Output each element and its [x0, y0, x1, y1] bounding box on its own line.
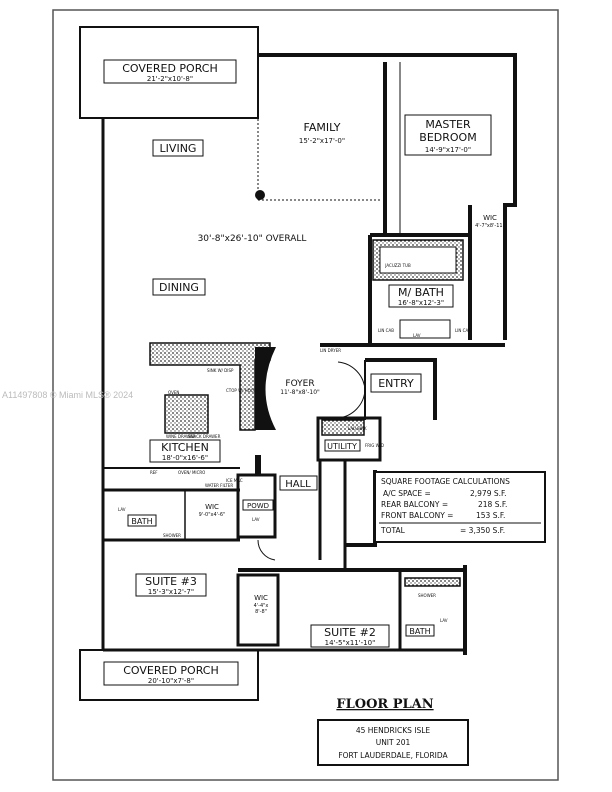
dining-name: DINING — [159, 281, 199, 294]
porch-bottom-dim: 20'-10"x7'-8" — [148, 677, 194, 685]
ice-mac-label: ICE MAC — [226, 478, 243, 483]
kitchen-name: KITCHEN — [161, 441, 209, 454]
wine-label: WINE DRAWER — [166, 434, 196, 439]
family-name: FAMILY — [304, 121, 341, 134]
wic2-dim-1: 4'-4"x — [254, 603, 269, 609]
mls-watermark: A11497808 © Miami MLS® 2024 — [2, 390, 134, 400]
sqft-value-0: 2,979 S.F. — [470, 489, 507, 498]
bath3-name: BATH — [131, 517, 152, 526]
lin-cab-label-2: LIN CAB — [455, 328, 471, 333]
powd-name: POWD — [247, 502, 269, 510]
suite3-dim: 15'-3"x12'-7" — [148, 588, 194, 596]
wic2-name: WIC — [254, 594, 268, 602]
frig-wd-label: FRIG W/D — [365, 443, 384, 448]
utility-name: UTILITY — [327, 442, 357, 451]
square-footage-table: SQUARE FOOTAGE CALCULATIONS A/C SPACE = … — [374, 471, 546, 543]
sqft-value-2: 153 S.F. — [476, 511, 505, 520]
suite3-name: SUITE #3 — [145, 575, 197, 588]
shower2-label: SHOWER — [418, 593, 436, 598]
foyer-name: FOYER — [285, 379, 314, 389]
bath3-lav-label: LAV — [118, 507, 126, 512]
sink-label: SINK W/ DISP — [207, 368, 234, 373]
suite2-dim: 14'-5"x11'-10" — [325, 639, 376, 647]
master-dim: 14'-9"x17'-0" — [425, 146, 471, 154]
oven-label: OVEN — [168, 390, 179, 395]
floor-plan-title: FLOOR PLAN — [336, 697, 433, 712]
address-line-2: UNIT 201 — [376, 738, 411, 747]
walls — [79, 26, 517, 701]
sqft-total-label: TOTAL — [380, 526, 406, 535]
bath2-lav-label: LAV — [440, 618, 448, 623]
sheet-border — [52, 9, 559, 781]
wic-hall-name: WIC — [205, 503, 219, 511]
wic-hall-dim: 9'-0"x4'-6" — [199, 512, 226, 518]
oven-micro-label: OVEN/ MICRO — [178, 470, 205, 475]
address-line-3: FORT LAUDERDALE, FLORIDA — [338, 751, 448, 760]
master-wic-name: WIC — [483, 214, 497, 222]
sqft-value-1: 218 S.F. — [478, 500, 507, 509]
ref-label: REF — [150, 470, 158, 475]
powd-lav-label: LAV — [252, 517, 260, 522]
suite2-name: SUITE #2 — [324, 626, 376, 639]
sqft-total-value: = 3,350 S.F. — [460, 526, 505, 535]
living-name: LIVING — [160, 142, 197, 155]
entry-name: ENTRY — [378, 377, 414, 390]
master-name-1: MASTER — [425, 118, 471, 131]
bath2-name: BATH — [409, 627, 430, 636]
snack-label: SNACK DRAWER — [188, 434, 221, 439]
foyer-dim: 11'-8"x8'-10" — [280, 389, 320, 396]
hall-name: HALL — [285, 479, 311, 490]
family-dim: 15'-2"x17'-0" — [299, 137, 345, 145]
room-labels: COVERED PORCH 21'-2"x10'-8" FAMILY 15'-2… — [103, 59, 505, 686]
master-bath-dim: 16'-8"x12'-3" — [398, 299, 444, 307]
master-name-2: BEDROOM — [419, 131, 476, 144]
kitchen-dim: 18'-0"x16'-6" — [162, 454, 208, 462]
ctop-label: CTOP W/ HOOD — [226, 388, 257, 393]
lau-sink-label: LAU SINK — [348, 426, 367, 431]
address-line-1: 45 HENDRICKS ISLE — [356, 726, 431, 735]
jacuzzi-name: JACUZZI TUB — [384, 263, 411, 268]
lav-label: LAV — [413, 333, 421, 338]
address-box: 45 HENDRICKS ISLE UNIT 201 FORT LAUDERDA… — [317, 719, 469, 766]
sqft-label-0: A/C SPACE = — [383, 489, 431, 498]
porch-bottom-name: COVERED PORCH — [123, 664, 219, 677]
lin-cab-label: LIN CAB — [378, 328, 394, 333]
overall-dim: 30'-8"x26'-10" OVERALL — [198, 234, 307, 244]
master-wic-dim: 4'-7"x8'-11" — [475, 223, 505, 229]
sqft-title: SQUARE FOOTAGE CALCULATIONS — [381, 477, 510, 486]
porch-top-dim: 21'-2"x10'-8" — [147, 75, 193, 83]
lin-dryer-label: LIN DRYER — [320, 348, 341, 353]
master-bath-name: M/ BATH — [398, 286, 444, 299]
shower3-label: SHOWER — [163, 533, 181, 538]
porch-top-name: COVERED PORCH — [122, 62, 218, 75]
sqft-label-1: REAR BALCONY = — [381, 500, 448, 509]
wic2-dim-2: 8'-8" — [255, 609, 267, 615]
water-filter-label: WATER FILTER — [205, 483, 233, 488]
sqft-label-2: FRONT BALCONY = — [381, 511, 453, 520]
